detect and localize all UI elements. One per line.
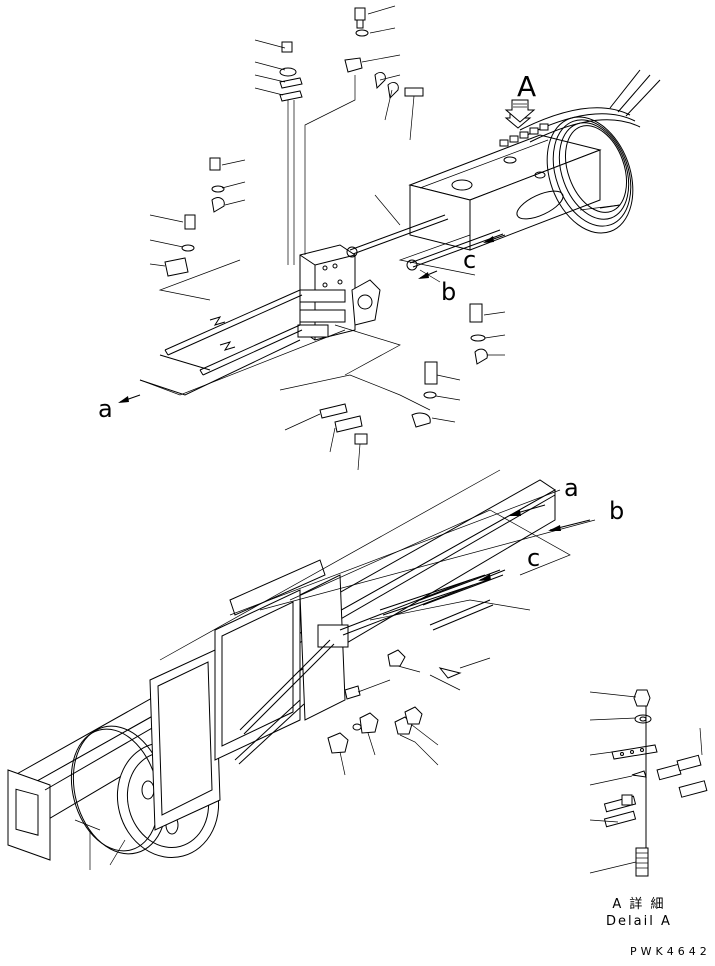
callout-upper-a: a	[98, 395, 113, 423]
lower-guide-lines	[159, 469, 596, 661]
drawing-code: PWK4642	[630, 945, 711, 958]
lower-assembly	[7, 469, 596, 870]
lower-flow-arrows	[478, 504, 591, 581]
detail-caption-line2: Delail A	[606, 914, 672, 929]
callout-lower-b: b	[609, 497, 625, 525]
callout-upper-b: b	[441, 278, 457, 306]
upper-leader-lines	[139, 5, 621, 471]
detail-a-group	[589, 689, 708, 877]
upper-rods	[139, 289, 303, 396]
lower-leader-lines	[74, 657, 491, 870]
upper-junction-block	[297, 244, 381, 341]
view-arrow-a	[504, 99, 536, 123]
callout-lower-a: a	[564, 474, 579, 502]
lower-frame-brackets	[149, 559, 349, 831]
detail-caption-line1: A 詳 細	[612, 897, 666, 912]
callout-upper-c: c	[463, 246, 477, 274]
upper-flow-arrows	[118, 234, 506, 403]
upper-hardware	[164, 7, 488, 445]
upper-box-beam	[408, 134, 602, 251]
detail-caption: A 詳 細 Delail A	[606, 896, 672, 930]
lower-hardware	[327, 649, 462, 754]
upper-assembly	[118, 5, 661, 471]
callout-lower-c: c	[527, 544, 541, 572]
view-arrow-label: A	[517, 70, 537, 103]
lower-threaded-rods	[234, 569, 504, 765]
